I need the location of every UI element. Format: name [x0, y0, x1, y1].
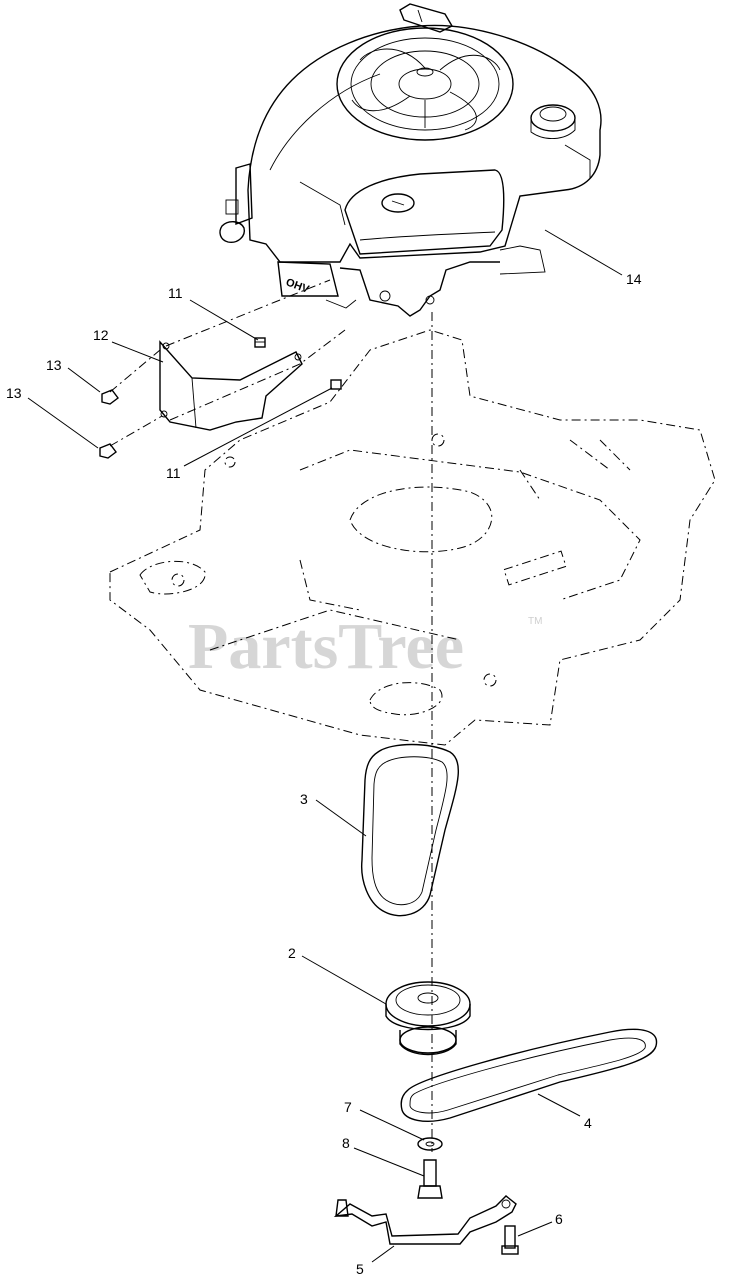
callout-13-lower[interactable]: 13 [6, 385, 22, 401]
pulley-2[interactable] [385, 981, 471, 1056]
leader-6 [517, 1221, 553, 1237]
leader-7 [359, 1109, 425, 1141]
leader-11-lower [183, 387, 333, 467]
mower-deck-frame [109, 329, 716, 746]
leader-5 [371, 1245, 395, 1263]
bolt-alignment-line [165, 279, 331, 347]
bolt-6[interactable] [501, 1225, 519, 1255]
bolt-alignment-line [109, 415, 163, 447]
drive-belt-4[interactable] [400, 1028, 658, 1122]
watermark-trademark: TM [528, 616, 542, 627]
leader-11-upper [189, 299, 259, 341]
leader-4 [537, 1093, 581, 1117]
idler-bracket-5[interactable] [333, 1195, 517, 1245]
bolt-13-upper[interactable] [101, 389, 119, 405]
callout-5[interactable]: 5 [356, 1261, 364, 1277]
leader-2 [301, 955, 387, 1005]
bolt-alignment-line [109, 349, 161, 393]
leader-12 [111, 341, 164, 363]
engine-assembly[interactable]: OHV [219, 3, 602, 317]
callout-11-upper[interactable]: 11 [168, 285, 183, 301]
watermark-text: PartsTree [188, 610, 464, 683]
leader-13-lower [27, 397, 99, 449]
callout-11-lower[interactable]: 11 [166, 465, 181, 481]
drive-belt-3[interactable] [361, 743, 460, 917]
leader-14 [544, 229, 623, 276]
heat-shield-bracket[interactable] [159, 340, 303, 431]
callout-12[interactable]: 12 [93, 327, 109, 343]
callout-4[interactable]: 4 [584, 1115, 592, 1131]
bolt-11-upper[interactable] [254, 337, 266, 348]
callout-7[interactable]: 7 [344, 1099, 352, 1115]
callout-13-upper[interactable]: 13 [46, 357, 62, 373]
callout-2[interactable]: 2 [288, 945, 296, 961]
bolt-8[interactable] [417, 1159, 443, 1199]
bolt-13-lower[interactable] [99, 443, 117, 459]
leader-8 [353, 1147, 425, 1177]
leader-3 [315, 799, 367, 837]
callout-8[interactable]: 8 [342, 1135, 350, 1151]
bolt-alignment-line [169, 329, 346, 421]
leader-13-upper [67, 367, 101, 393]
bolt-11-lower[interactable] [330, 379, 342, 390]
washer-7[interactable] [417, 1137, 443, 1151]
callout-6[interactable]: 6 [555, 1211, 563, 1227]
callout-3[interactable]: 3 [300, 791, 308, 807]
callout-14[interactable]: 14 [626, 271, 642, 287]
